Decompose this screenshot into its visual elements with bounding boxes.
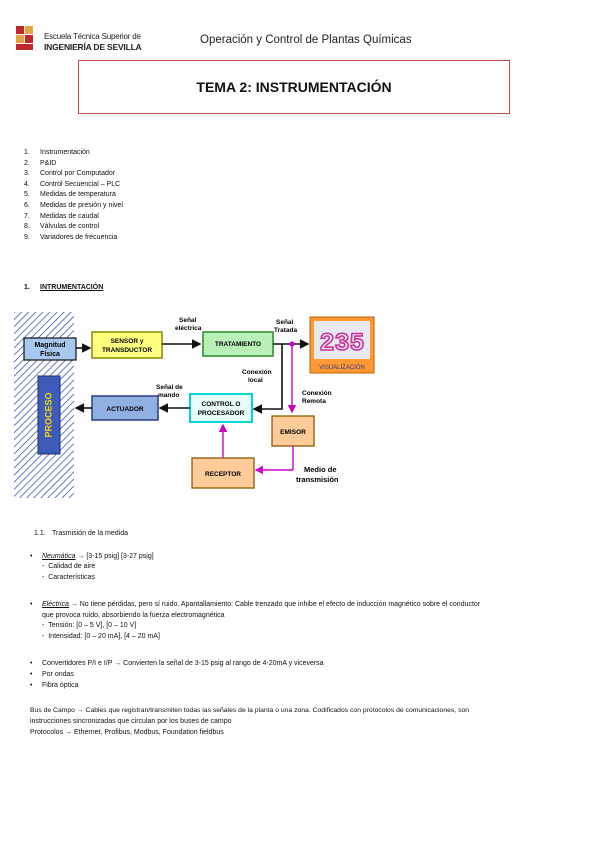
emitter-box: EMISOR	[271, 415, 315, 447]
svg-text:EMISOR: EMISOR	[280, 429, 306, 436]
topic-title: TEMA 2: INSTRUMENTACIÓN	[196, 79, 392, 95]
process-label: PROCESO	[43, 392, 53, 437]
school-logo: Escuela Técnica Superior de INGENIERÍA D…	[14, 24, 142, 54]
index-item: 2.P&ID	[24, 159, 57, 167]
command-signal-label: Señal de	[156, 384, 183, 391]
index-item: 4.Control Secuencial – PLC	[24, 180, 121, 188]
remote-connection-label: Conexión	[302, 390, 332, 397]
list-item: - Características	[42, 574, 95, 581]
receiver-box: RECEPTOR	[191, 457, 255, 489]
index-item: 9.Variadores de frecuencia	[24, 233, 118, 241]
index-item: 5.Medidas de temperatura	[24, 191, 116, 199]
topic-title-box: TEMA 2: INSTRUMENTACIÓN	[78, 60, 510, 114]
university-seal-icon	[16, 26, 33, 50]
subsection-heading: 1.1.Trasmisión de la medida	[34, 530, 128, 537]
remote-connection-label: Remota	[302, 398, 326, 405]
list-item: - Tensión: [0 – 5 V], [0 – 10 V]	[42, 622, 137, 629]
fieldbus-protocols: Protocolos → Ethernet, Profibus, Modbus,…	[30, 729, 224, 736]
display-label: VISUALIZACIÓN	[319, 364, 365, 371]
instrumentation-diagram: PROCESO Magnitud Física SENSOR y TRANSDU…	[14, 312, 375, 498]
logo-line1: Escuela Técnica Superior de	[44, 32, 141, 41]
transmission-medium-label: transmisión	[296, 475, 339, 484]
section-heading: 1.INTRUMENTACIÓN	[24, 284, 104, 291]
controller-box: CONTROL O PROCESADOR	[189, 393, 253, 423]
fieldbus-line2: instrucciones sincronizadas que circulan…	[30, 718, 232, 725]
treated-signal-label: Tratada	[274, 327, 298, 334]
svg-text:Magnitud: Magnitud	[34, 342, 65, 349]
local-connection-label: Conexión	[242, 369, 272, 376]
treated-signal-label: Señal	[276, 319, 294, 326]
svg-text:SENSOR y: SENSOR y	[111, 338, 144, 345]
svg-text:TRATAMIENTO: TRATAMIENTO	[215, 341, 261, 348]
svg-text:TRANSDUCTOR: TRANSDUCTOR	[102, 347, 152, 354]
command-signal-label: mando	[158, 392, 179, 399]
logo-line2: INGENIERÍA DE SEVILLA	[44, 42, 142, 52]
index-item: 7.Medidas de caudal	[24, 212, 99, 220]
electric-line2: que provoca ruido, absorbiendo la fuerza…	[42, 612, 225, 619]
svg-text:CONTROL O: CONTROL O	[202, 401, 241, 408]
local-connection-line	[252, 344, 283, 414]
treatment-box: TRATAMIENTO	[202, 331, 274, 357]
display-digits: 235	[319, 329, 364, 358]
sensor-transducer-box: SENSOR y TRANSDUCTOR	[91, 331, 163, 359]
transmission-medium-label: Medio de	[304, 465, 337, 474]
electric-signal-label: Señal	[179, 317, 197, 324]
physical-magnitude-box: Magnitud Física	[23, 337, 77, 361]
svg-text:ACTUADOR: ACTUADOR	[106, 406, 143, 413]
fieldbus-line1: Bus de Campo → Cables que registran/tran…	[30, 707, 470, 714]
svg-text:PROCESADOR: PROCESADOR	[198, 410, 245, 417]
display-panel: 235 VISUALIZACIÓN	[309, 316, 375, 374]
index-item: 6.Medidas de presión y nivel	[24, 201, 123, 209]
document-title: Operación y Control de Plantas Químicas	[200, 34, 412, 46]
list-item: - Calidad de aire	[42, 563, 96, 570]
topic-index: 1.Instrumentación 2.P&ID 3.Control por C…	[24, 148, 123, 243]
index-item: 1.Instrumentación	[24, 149, 90, 156]
list-item: - Intensidad: [0 – 20 mA], [4 – 20 mA]	[42, 633, 160, 640]
index-item: 8.Válvulas de control	[24, 223, 100, 231]
local-connection-label: local	[248, 377, 263, 384]
svg-text:Física: Física	[40, 351, 60, 358]
svg-text:RECEPTOR: RECEPTOR	[205, 471, 241, 478]
index-item: 3.Control por Computador	[24, 170, 116, 178]
actuator-box: ACTUADOR	[91, 395, 159, 421]
electric-signal-label: eléctrica	[175, 325, 202, 332]
